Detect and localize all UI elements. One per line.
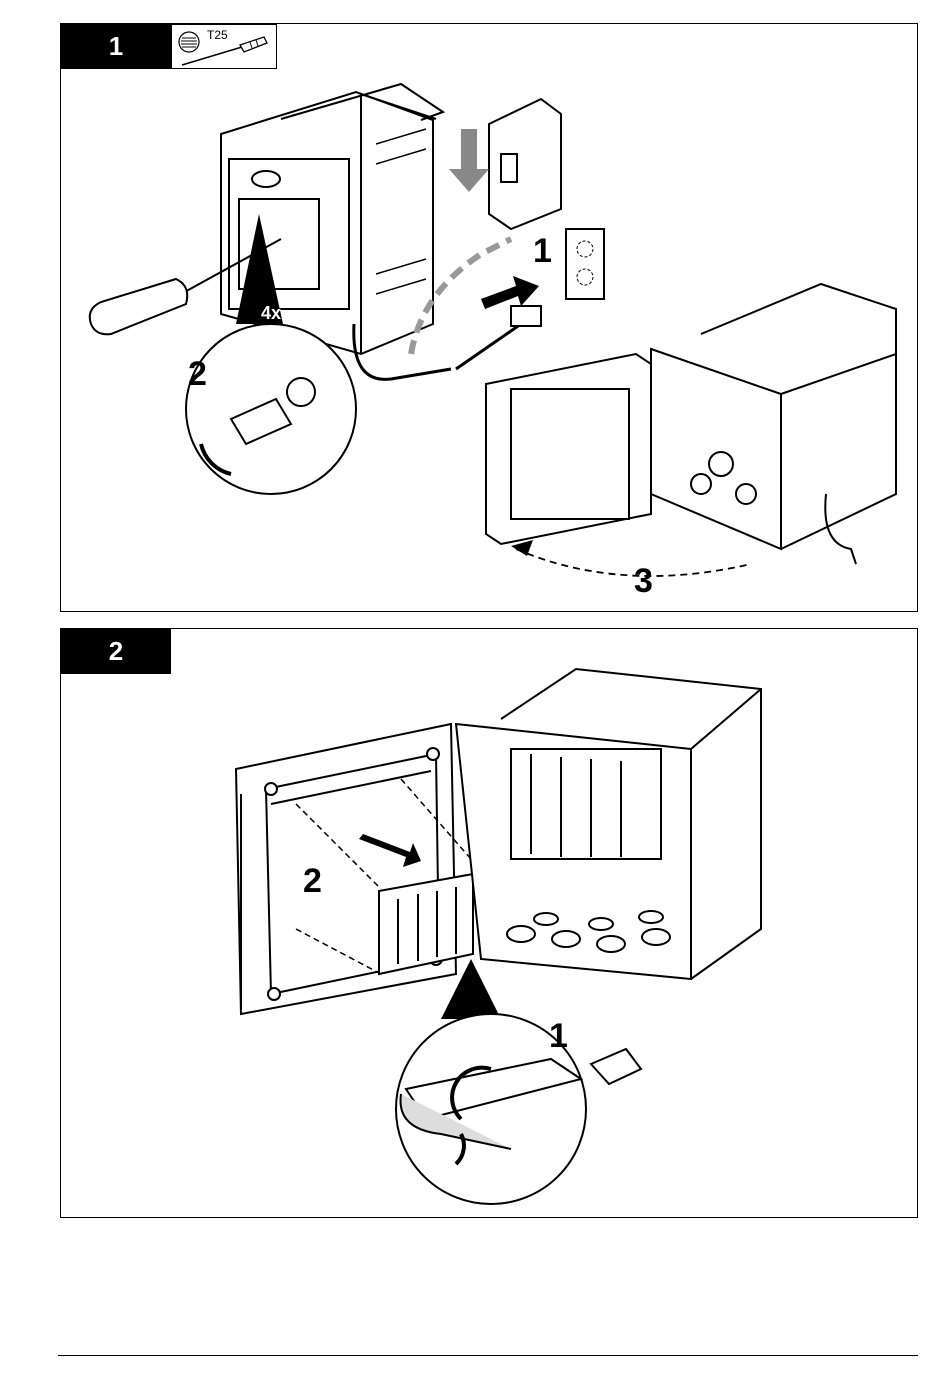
step-2-panel: 2 bbox=[60, 628, 918, 1218]
footer-rule bbox=[58, 1355, 918, 1356]
callout-insert: 2 bbox=[303, 864, 322, 898]
enclosure-body bbox=[456, 669, 761, 979]
open-enclosure bbox=[486, 284, 896, 564]
step-1-panel: 1 T25 bbox=[60, 23, 918, 612]
callout-peel: 1 bbox=[549, 1019, 568, 1053]
breaker-switch bbox=[501, 154, 517, 182]
switch-off-arrow bbox=[449, 129, 489, 192]
label-box-icon bbox=[591, 1049, 641, 1084]
enclosure-door bbox=[236, 724, 456, 1014]
breaker-box bbox=[489, 99, 561, 229]
unplug-arrow bbox=[481, 276, 539, 309]
power-plug bbox=[511, 306, 541, 326]
step-1-illustration bbox=[61, 24, 919, 613]
label-card bbox=[379, 874, 473, 974]
callout-screws-count: 4x bbox=[261, 304, 281, 322]
callout-disconnect: 1 bbox=[533, 234, 552, 268]
wall-outlet bbox=[566, 229, 604, 299]
callout-open-door: 3 bbox=[634, 564, 653, 598]
step-2-illustration bbox=[61, 629, 919, 1219]
callout-unscrew: 2 bbox=[188, 357, 207, 391]
